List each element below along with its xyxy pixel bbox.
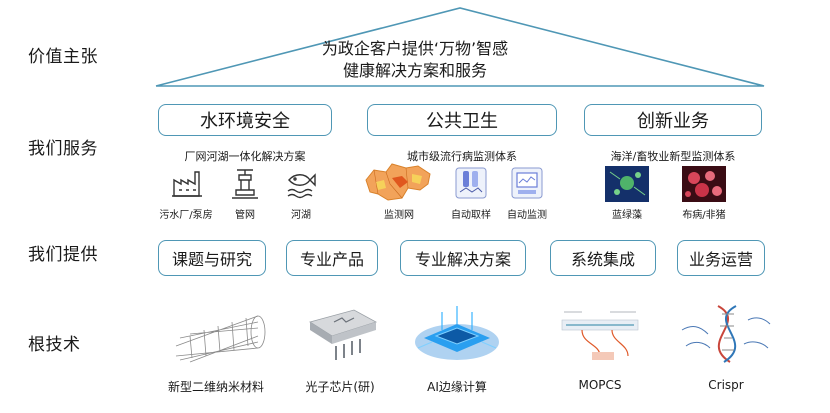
health-item-sampling-label: 自动取样: [451, 210, 491, 221]
tech-mopcs-label: MOPCS: [578, 378, 622, 392]
dna-icon: [681, 305, 771, 363]
chip-icon: [309, 309, 378, 360]
service-public-health[interactable]: 公共卫生: [367, 104, 557, 136]
tech-ai-edge-label: AI边缘计算: [427, 380, 487, 394]
fish-icon: [287, 173, 316, 199]
row-label-tech: 根技术: [28, 335, 81, 355]
service-water-safety[interactable]: 水环境安全: [158, 104, 332, 136]
water-item-plant-label: 污水厂/泵房: [159, 210, 213, 221]
pipe-icon: [232, 169, 258, 199]
water-item-river-label: 河湖: [291, 210, 311, 221]
offering-products[interactable]: 专业产品: [286, 240, 378, 276]
roof-shape: [155, 7, 765, 87]
service-health-subtitle: 城市级流行病监测体系: [407, 150, 517, 163]
row-label-value: 价值主张: [28, 47, 98, 67]
row-label-services: 我们服务: [28, 139, 98, 159]
row-label-provide: 我们提供: [28, 245, 98, 265]
ai-chip-icon: [415, 306, 499, 360]
sampler-icon: [455, 167, 487, 199]
factory-icon: [172, 171, 202, 197]
map-icon: [365, 163, 431, 201]
monitor-icon: [511, 167, 543, 199]
roof-line-2: 健康解决方案和服务: [342, 61, 487, 80]
algae-image: [605, 166, 649, 202]
tech-photonic-chip-label: 光子芯片(研): [305, 380, 375, 394]
offering-solutions[interactable]: 专业解决方案: [400, 240, 526, 276]
offering-research[interactable]: 课题与研究: [158, 240, 266, 276]
tech-nanomaterial-label: 新型二维纳米材料: [167, 380, 264, 394]
roof-line-1: 为政企客户提供‘万物’智感: [321, 39, 509, 58]
mopcs-diagram-icon: [561, 311, 639, 360]
tech-crispr-label: Crispr: [708, 378, 744, 392]
innovation-item-algae-label: 蓝绿藻: [612, 210, 642, 221]
innovation-item-virus-label: 布病/非猪: [682, 210, 726, 221]
health-item-monitor-label: 自动监测: [507, 210, 547, 221]
service-innovation[interactable]: 创新业务: [584, 104, 762, 136]
nanotube-icon: [175, 315, 266, 363]
virus-image: [682, 166, 726, 202]
health-item-network-label: 监测网: [384, 210, 414, 221]
service-water-subtitle: 厂网河湖一体化解决方案: [184, 150, 306, 163]
offering-integration[interactable]: 系统集成: [550, 240, 656, 276]
offering-operations[interactable]: 业务运营: [677, 240, 765, 276]
water-item-pipe-label: 管网: [235, 210, 255, 221]
service-innovation-subtitle: 海洋/畜牧业新型监测体系: [610, 150, 736, 163]
